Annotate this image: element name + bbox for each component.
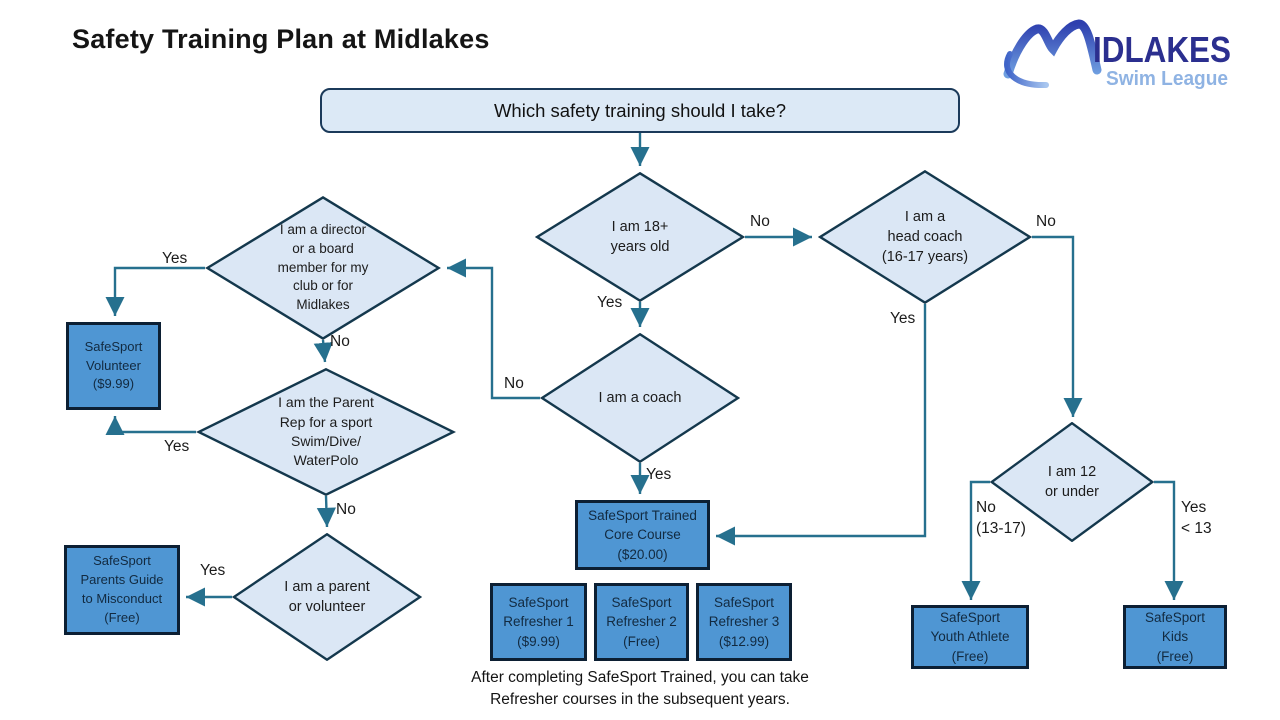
- decision-parent-rep-label: I am the Parent Rep for a sport Swim/Div…: [278, 394, 374, 469]
- edge-coach-no-director: [447, 258, 540, 400]
- label-director-yes: Yes: [162, 250, 188, 267]
- decision-under-12: I am 12 or under: [990, 422, 1154, 542]
- outcome-refresher2-box: SafeSport Refresher 2 (Free): [594, 583, 689, 661]
- edge-headcoach-no-under12: [1032, 235, 1083, 417]
- decision-director: I am a director or a board member for my…: [205, 196, 441, 340]
- decision-age18-label: I am 18+ years old: [610, 219, 670, 255]
- decision-head-coach: I am a head coach (16-17 years): [818, 170, 1032, 304]
- label-director-no: No: [330, 333, 350, 350]
- edge-parentrep-yes-volunteer: [105, 416, 196, 436]
- outcome-kids-box: SafeSport Kids (Free): [1123, 605, 1227, 669]
- footer-note: After completing SafeSport Trained, you …: [471, 669, 809, 708]
- label-head-coach-yes: Yes: [890, 310, 916, 327]
- midlakes-logo: IDLAKES Swim League: [998, 12, 1238, 94]
- label-head-coach-no: No: [1036, 213, 1056, 230]
- outcome-youth-athlete-box: SafeSport Youth Athlete (Free): [911, 605, 1029, 669]
- midlakes-m-icon: [1003, 19, 1102, 89]
- decision-under-12-label: I am 12 or under: [1044, 464, 1099, 500]
- edge-director-yes-volunteer: [105, 266, 205, 316]
- edge-director-no-parentrep: [313, 339, 333, 363]
- root-question-text: Which safety training should I take?: [493, 99, 787, 121]
- outcome-parents-guide-box: SafeSport Parents Guide to Misconduct (F…: [64, 545, 180, 635]
- decision-parent-rep: I am the Parent Rep for a sport Swim/Div…: [196, 368, 456, 496]
- decision-age18: I am 18+ years old: [535, 172, 745, 302]
- decision-parent-volunteer-label: I am a parent or volunteer: [284, 579, 370, 615]
- label-age18-no: No: [750, 213, 770, 230]
- label-under-12-yes: Yes < 13: [1181, 499, 1212, 537]
- decision-head-coach-label: I am a head coach (16-17 years): [881, 209, 969, 265]
- decision-parent-volunteer: I am a parent or volunteer: [232, 533, 422, 661]
- edge-parentrep-no-parentvol: [316, 495, 336, 528]
- outcome-refresher3-box: SafeSport Refresher 3 ($12.99): [696, 583, 792, 661]
- decision-director-label: I am a director or a board member for my…: [277, 222, 369, 312]
- label-coach-yes: Yes: [646, 466, 672, 483]
- page-title: Safety Training Plan at Midlakes: [72, 24, 490, 54]
- decision-coach-label: I am a coach: [598, 390, 682, 406]
- midlakes-subtitle: Swim League: [1106, 68, 1228, 90]
- outcome-refresher1-box: SafeSport Refresher 1 ($9.99): [490, 583, 587, 661]
- label-coach-no: No: [504, 375, 524, 392]
- outcome-core-course-box: SafeSport Trained Core Course ($20.00): [575, 500, 710, 570]
- label-parent-rep-yes: Yes: [164, 438, 190, 455]
- edge-under12-no-youth: [961, 480, 990, 600]
- label-under-12-no: No (13-17): [976, 499, 1026, 537]
- outcome-volunteer-box: SafeSport Volunteer ($9.99): [66, 322, 161, 410]
- root-question-box: Which safety training should I take?: [320, 88, 960, 133]
- label-parent-volunteer-yes: Yes: [200, 562, 226, 579]
- midlakes-wordmark: IDLAKES: [1093, 29, 1231, 70]
- label-parent-rep-no: No: [336, 501, 356, 518]
- decision-coach: I am a coach: [540, 333, 740, 463]
- edge-under12-yes-kids: [1154, 480, 1184, 600]
- label-age18-yes: Yes: [597, 294, 623, 311]
- edge-headcoach-yes-core: [716, 304, 927, 546]
